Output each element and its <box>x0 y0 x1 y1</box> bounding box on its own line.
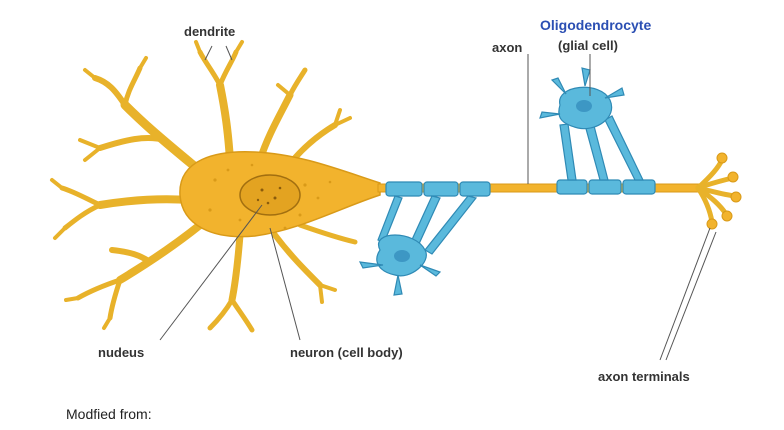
leader-lines <box>159 45 717 361</box>
dendrites <box>50 40 358 333</box>
oligodendrocyte-label: Oligodendrocyte <box>540 17 651 33</box>
axon-terminals <box>695 152 742 230</box>
axon-label: axon <box>492 40 522 55</box>
cell-body-label: neuron (cell body) <box>290 345 403 360</box>
nucleus-label: nudeus <box>98 345 144 360</box>
axon-terminals-label: axon terminals <box>598 369 690 384</box>
nucleus <box>239 174 301 216</box>
glial-cell-lower <box>358 181 491 296</box>
source-caption: Modfied from: <box>66 406 152 422</box>
dendrite-label: dendrite <box>184 24 235 39</box>
oligodendrocyte <box>539 67 656 195</box>
glial-cell-label: (glial cell) <box>558 38 618 53</box>
